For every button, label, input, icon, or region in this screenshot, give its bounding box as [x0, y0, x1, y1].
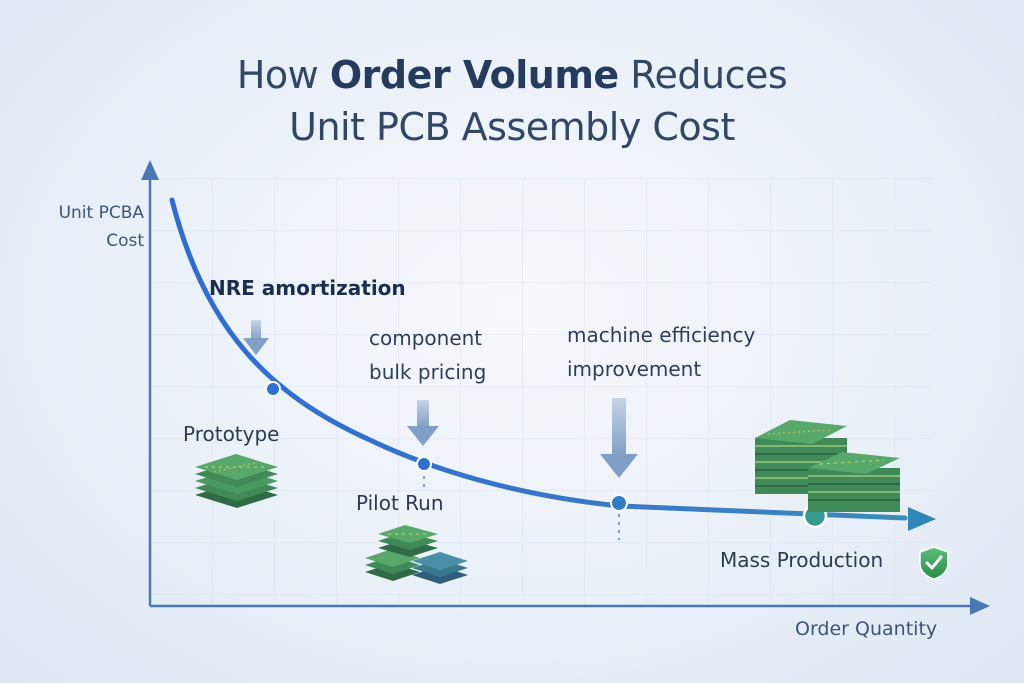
stage-label-prototype: Prototype: [183, 422, 280, 446]
title-emphasis: Order Volume: [329, 53, 619, 97]
stage-label-pilot-run: Pilot Run: [356, 491, 444, 515]
pcb-stack-icon: [755, 420, 900, 512]
y-axis-label: Unit PCBA Cost: [58, 203, 144, 251]
stage-label-mass-production: Mass Production: [720, 548, 884, 572]
driver-label-nre: NRE amortization: [209, 276, 406, 300]
machine-efficiency-arrow-icon: [600, 398, 638, 478]
cost-curve: [169, 197, 908, 521]
plot-grid: [152, 178, 932, 604]
bulk-pricing-arrow-icon: [407, 400, 439, 446]
page-title-line-2: Unit PCB Assembly Cost: [289, 105, 735, 149]
prototype-marker: [265, 381, 281, 397]
driver-label-bulk-pricing: component bulk pricing: [369, 326, 487, 384]
pilot-run-marker: [416, 456, 432, 472]
pcb-stack-icon: [195, 454, 278, 508]
x-axis-arrow-icon: [970, 597, 990, 615]
nre-arrow-icon: [243, 320, 269, 355]
check-shield-icon: [919, 546, 949, 580]
curve-end-arrow-icon: [908, 507, 936, 531]
y-axis-arrow-icon: [141, 160, 159, 180]
pcb-stack-icon: [365, 525, 468, 584]
driver-label-machine-efficiency: machine efficiency improvement: [567, 323, 756, 381]
page-title-line-1: How Order Volume Reduces: [236, 53, 788, 97]
x-axis-label: Order Quantity: [795, 618, 938, 640]
efficiency-marker: [610, 494, 628, 512]
